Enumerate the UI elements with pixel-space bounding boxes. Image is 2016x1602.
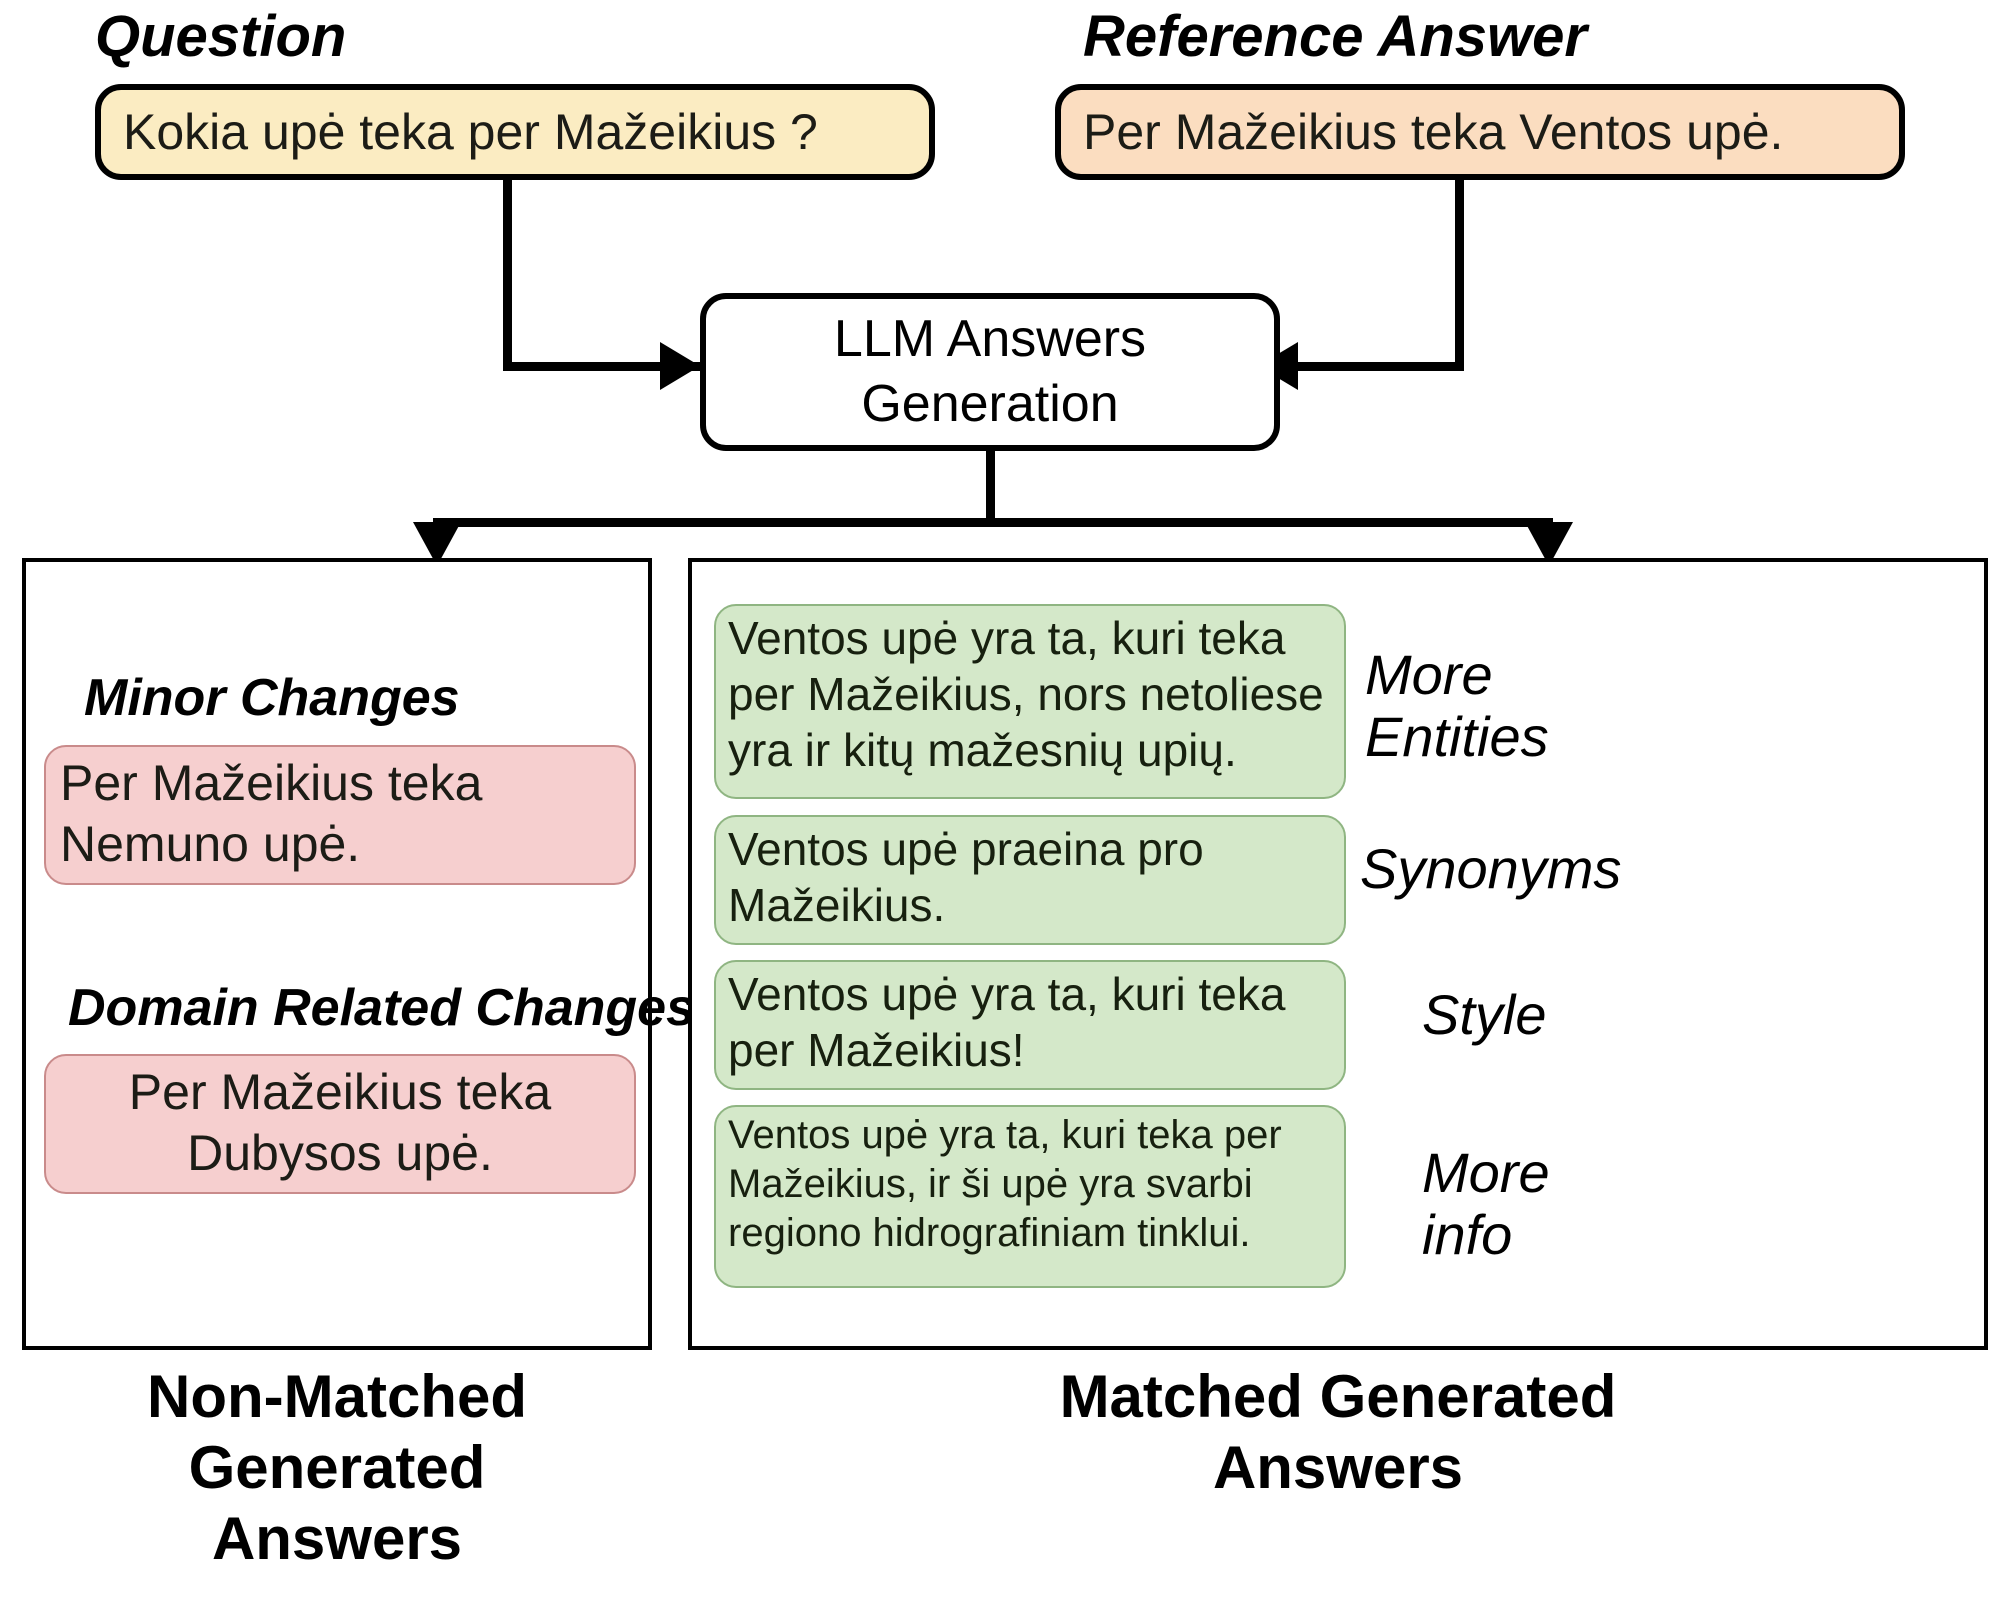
minor-changes-answer-text: Per Mažeikius teka Nemuno upė. [60, 755, 483, 872]
minor-changes-answer-box: Per Mažeikius teka Nemuno upė. [44, 745, 636, 885]
matched-answer-text-1: Ventos upė yra ta, kuri teka per Mažeiki… [728, 612, 1324, 777]
matched-answer-text-2: Ventos upė praeina pro Mažeikius. [728, 823, 1204, 932]
reference-answer-heading: Reference Answer [1083, 4, 1587, 69]
matched-answer-tag-2: Synonyms [1360, 837, 1622, 900]
question-connector-vertical [503, 180, 512, 370]
matched-answer-tag-3: Style [1422, 983, 1547, 1046]
matched-answer-text-3: Ventos upė yra ta, kuri teka per Mažeiki… [728, 968, 1286, 1077]
domain-related-changes-answer-text: Per Mažeikius teka Dubysos upė. [128, 1064, 552, 1181]
matched-answer-box-2: Ventos upė praeina pro Mažeikius. [714, 815, 1346, 945]
question-text: Kokia upė teka per Mažeikius ? [123, 103, 818, 160]
question-connector-horizontal [503, 362, 703, 371]
reference-answer-text: Per Mažeikius teka Ventos upė. [1083, 103, 1784, 160]
matched-answer-tag-1: More Entities [1365, 643, 1549, 768]
reference-connector-horizontal [1290, 362, 1464, 371]
domain-related-changes-label: Domain Related Changes [68, 979, 696, 1037]
llm-split-bar [433, 518, 1553, 527]
non-matched-caption: Non-Matched Generated Answers [147, 1363, 527, 1572]
question-box: Kokia upė teka per Mažeikius ? [95, 84, 935, 180]
matched-answer-box-3: Ventos upė yra ta, kuri teka per Mažeiki… [714, 960, 1346, 1090]
llm-generation-label: LLM Answers Generation [833, 310, 1147, 433]
minor-changes-label: Minor Changes [84, 669, 460, 727]
domain-related-changes-answer-box: Per Mažeikius teka Dubysos upė. [44, 1054, 636, 1194]
matched-answer-text-4: Ventos upė yra ta, kuri teka per Mažeiki… [728, 1113, 1282, 1255]
reference-answer-box: Per Mažeikius teka Ventos upė. [1055, 84, 1905, 180]
llm-split-stem [986, 451, 995, 526]
matched-answer-tag-4: More info [1422, 1141, 1550, 1266]
matched-answer-box-4: Ventos upė yra ta, kuri teka per Mažeiki… [714, 1105, 1346, 1288]
matched-panel: Ventos upė yra ta, kuri teka per Mažeiki… [688, 558, 1988, 1350]
matched-caption: Matched Generated Answers [1059, 1363, 1617, 1501]
llm-generation-node: LLM Answers Generation [700, 293, 1280, 451]
non-matched-panel: Minor Changes Per Mažeikius teka Nemuno … [22, 558, 695, 1350]
reference-connector-vertical [1455, 180, 1464, 370]
matched-answer-box-1: Ventos upė yra ta, kuri teka per Mažeiki… [714, 604, 1346, 799]
question-heading: Question [95, 4, 347, 69]
question-to-llm-arrowhead [660, 342, 700, 390]
